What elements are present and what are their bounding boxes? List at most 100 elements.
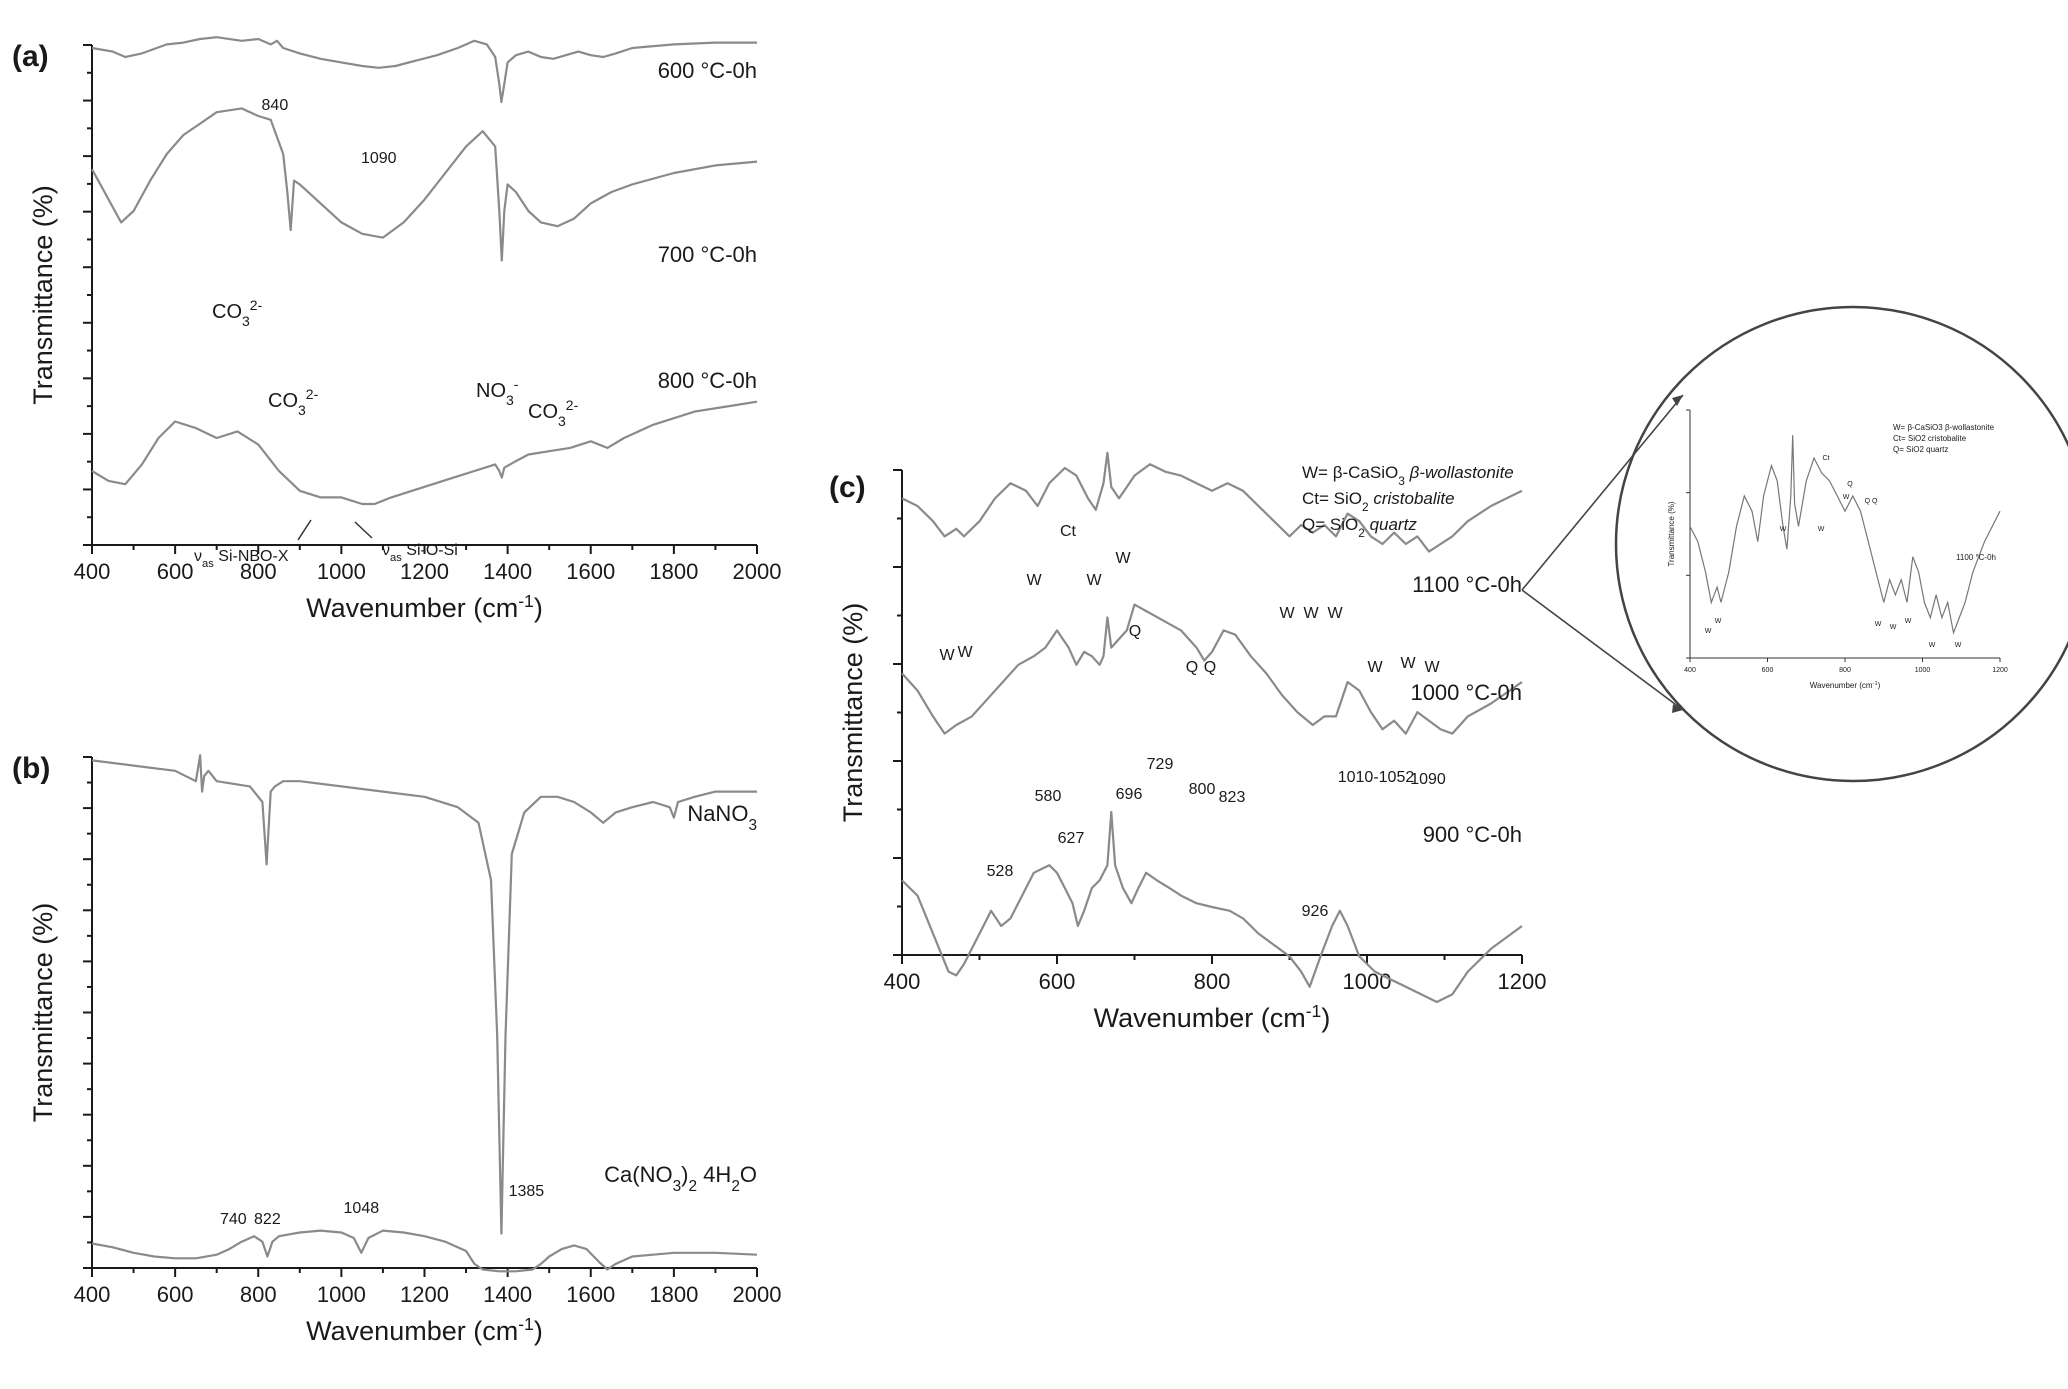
x-tick-label: 800 [240, 1282, 277, 1307]
peak-label: 528 [987, 863, 1014, 880]
peak-label: CO32- [268, 386, 319, 418]
x-tick-label: 600 [1039, 969, 1076, 994]
x-tick-label: 400 [74, 1282, 111, 1307]
inset-series-label: 1100 °C-0h [1956, 553, 1996, 562]
phase-label: W [1026, 572, 1042, 589]
x-tick-label: 2000 [733, 559, 782, 584]
inset-phase-label: W [1843, 494, 1850, 501]
inset-phase-label: W [1929, 642, 1936, 649]
x-axis-title: Wavenumber (cm-1) [1094, 1001, 1331, 1033]
legend-entry: Q= SiO2 quartz [1302, 515, 1417, 540]
phase-label: W [957, 644, 973, 661]
phase-label: Ct [1060, 523, 1077, 540]
series-label-800: 800 °C-0h [658, 368, 757, 393]
series-line [901, 810, 1523, 1004]
x-tick-label: 600 [157, 559, 194, 584]
series-line [91, 107, 758, 262]
peak-label: 627 [1058, 830, 1085, 847]
x-tick-label: 1600 [566, 559, 615, 584]
zoom-line [1521, 394, 1684, 591]
peak-label: 823 [1219, 789, 1246, 806]
inset-phase-label: W [1955, 642, 1962, 649]
inset-phase-label: W [1818, 526, 1825, 533]
series-line [91, 400, 758, 506]
peak-label: 822 [254, 1211, 281, 1228]
x-tick-label: 1800 [649, 1282, 698, 1307]
series-label-600: 600 °C-0h [658, 58, 757, 83]
y-axis-title: Transmittance (%) [28, 185, 58, 405]
phase-label: W [1367, 659, 1383, 676]
x-tick-label: 1000 [1343, 969, 1392, 994]
x-tick-label: 1600 [566, 1282, 615, 1307]
series-line [901, 603, 1523, 735]
phase-label: W [1279, 605, 1295, 622]
series-line [91, 1229, 758, 1273]
peak-label: 696 [1116, 786, 1143, 803]
band-label: νas Si-NBO-X [194, 548, 289, 570]
phase-label: W [1400, 655, 1416, 672]
inset-phase-label: W [1875, 621, 1882, 628]
peak-label: 926 [1302, 903, 1329, 920]
inset-x-tick-label: 600 [1762, 667, 1774, 674]
phase-label: W [1327, 605, 1343, 622]
y-axis-title: Transmittance (%) [838, 603, 868, 823]
panel-letter: (b) [12, 752, 50, 785]
series-line [901, 451, 1523, 553]
peak-label: 1048 [344, 1200, 380, 1217]
inset-x-tick-label: 400 [1684, 667, 1696, 674]
inset-circle [1614, 305, 2068, 783]
zoom-arrowhead [1672, 395, 1683, 406]
legend-entry: Ct= SiO2 cristobalite [1302, 489, 1455, 514]
series-label-1000: 1000 °C-0h [1410, 680, 1522, 705]
series-label-1100: 1100 °C-0h [1412, 572, 1522, 597]
inset-x-tick-label: 1000 [1915, 667, 1931, 674]
band-label: νas Si-O-Si [382, 542, 458, 564]
inset-phase-label: Ct [1823, 455, 1830, 462]
phase-label: W [1115, 550, 1131, 567]
phase-label: Q [1204, 659, 1216, 676]
peak-label: CO32- [212, 297, 263, 329]
zoom-arrowhead [1672, 704, 1683, 713]
series-label-700: 700 °C-0h [658, 242, 757, 267]
phase-label: W [1086, 572, 1102, 589]
series-line [91, 754, 757, 1235]
panel-letter: (c) [829, 471, 866, 504]
x-tick-label: 1000 [317, 559, 366, 584]
peak-label: CO32- [528, 397, 579, 429]
y-axis-title: Transmittance (%) [28, 903, 58, 1123]
phase-label: W [1303, 605, 1319, 622]
inset-phase-label: W [1780, 526, 1787, 533]
x-tick-label: 1200 [400, 1282, 449, 1307]
inset-phase-label: W [1715, 618, 1722, 625]
peak-label: 1385 [509, 1183, 545, 1200]
peak-label: 840 [262, 97, 289, 114]
inset-phase-label: W [1705, 628, 1712, 635]
band-arrow [354, 521, 373, 539]
inset-legend-entry: Ct= SiO2 cristobalite [1893, 434, 1967, 443]
peak-label: 800 [1189, 781, 1216, 798]
peak-label: 580 [1035, 788, 1062, 805]
band-arrow [297, 519, 312, 541]
x-tick-label: 1400 [483, 1282, 532, 1307]
x-tick-label: 1200 [400, 559, 449, 584]
peak-label: 729 [1147, 756, 1174, 773]
inset-phase-label: W [1890, 624, 1897, 631]
x-tick-label: 1200 [1498, 969, 1547, 994]
x-tick-label: 1400 [483, 559, 532, 584]
peak-label: 1090 [361, 150, 397, 167]
inset-x-tick-label: 800 [1839, 667, 1851, 674]
panel-letter: (a) [12, 40, 49, 73]
phase-label: W [939, 647, 955, 664]
series-label-nano3: NaNO3 [687, 801, 757, 834]
x-tick-label: 1000 [317, 1282, 366, 1307]
inset-legend-entry: Q= SiO2 quartz [1893, 445, 1948, 454]
inset-phase-label: W [1905, 618, 1912, 625]
x-tick-label: 2000 [733, 1282, 782, 1307]
peak-label: 1010-1052 [1338, 769, 1415, 786]
legend-entry: W= β-CaSiO3 β-wollastonite [1302, 463, 1514, 488]
x-tick-label: 600 [157, 1282, 194, 1307]
inset-phase-label: Q Q [1865, 498, 1878, 505]
peak-label: 740 [220, 1211, 247, 1228]
